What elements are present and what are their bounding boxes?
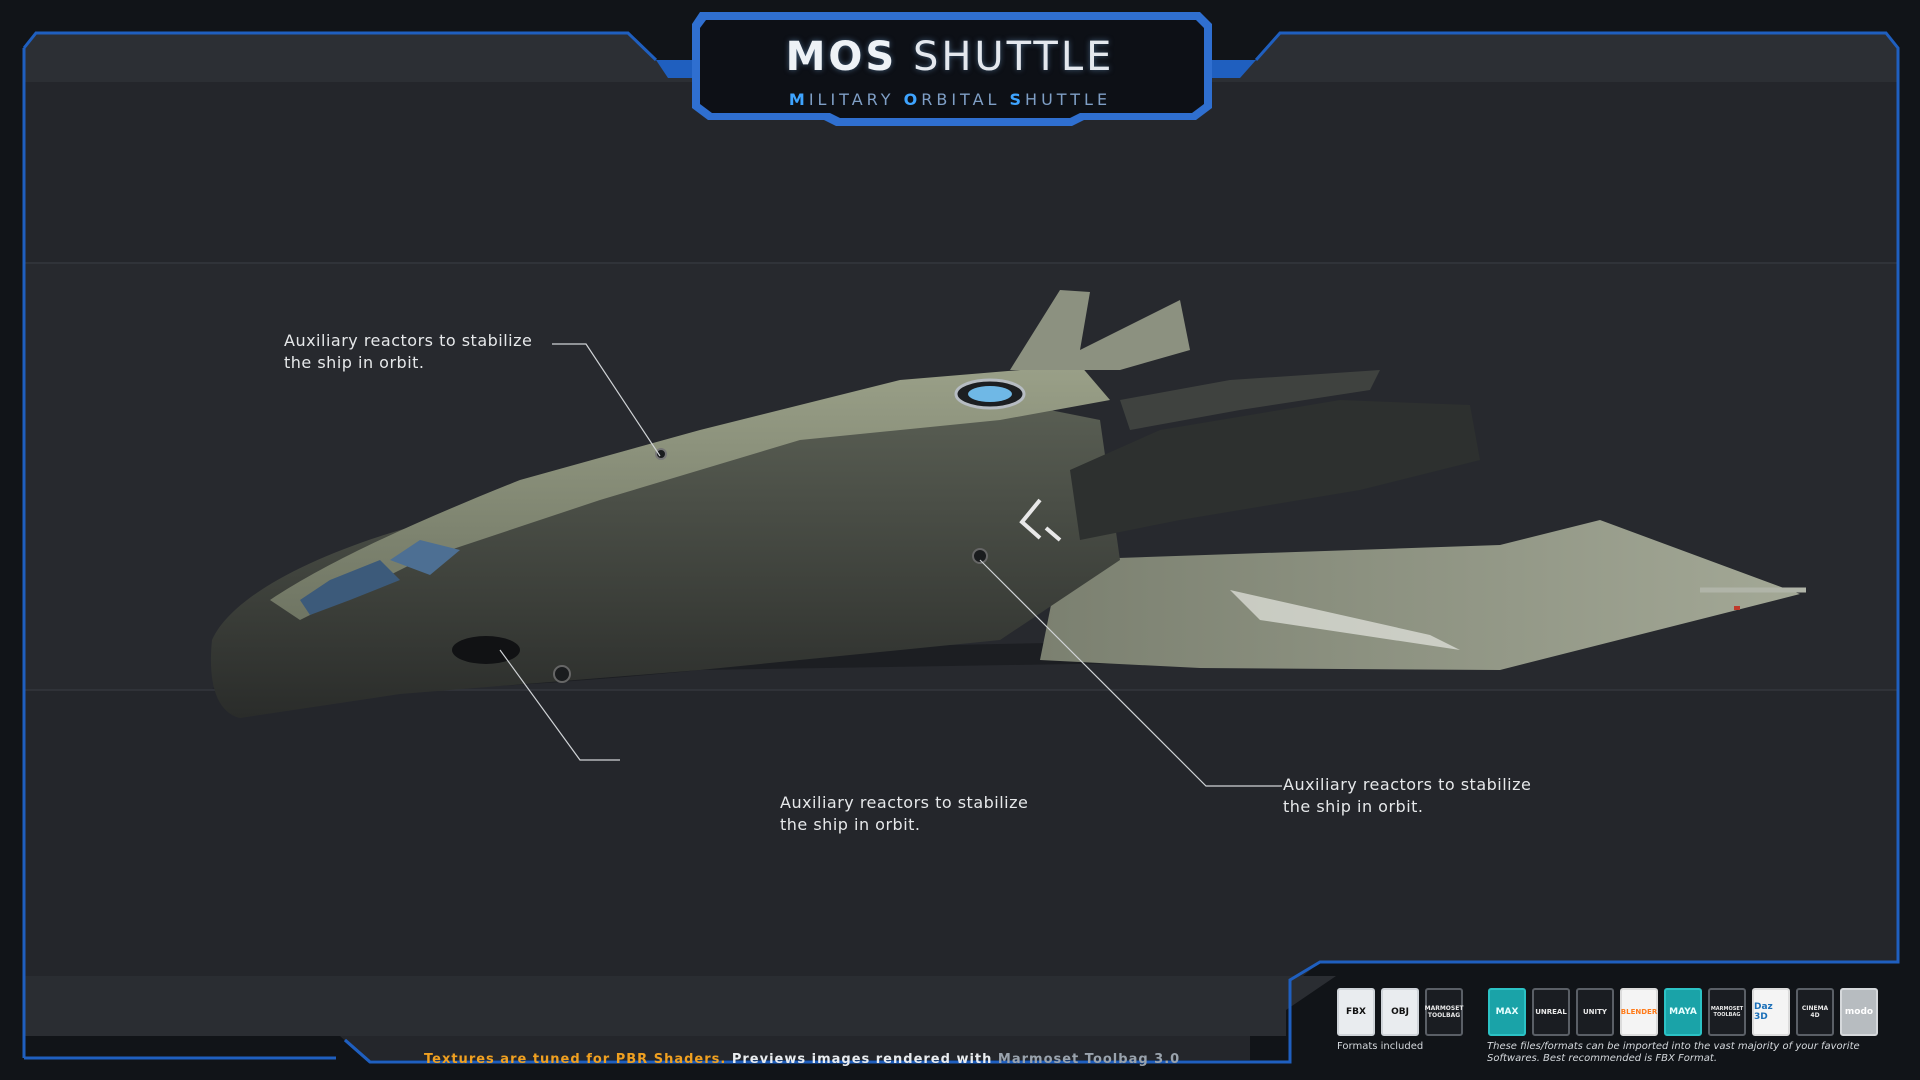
software-label: modo [1844,1007,1874,1017]
3ds-max-icon: MAX [1488,988,1526,1036]
software-label: MAX [1495,1007,1519,1017]
unity-icon: UNITY [1576,988,1614,1036]
subtitle-part: O [903,90,922,109]
title-light: SHUTTLE [912,34,1115,80]
subtitle-part: RBITAL [921,90,1010,109]
callout-line: Auxiliary reactors to stabilize [284,331,533,350]
software-label: UNITY [1583,1008,1607,1016]
software-label: UNREAL [1535,1008,1567,1016]
marmoset-icon: MARMOSET TOOLBAG [1425,988,1463,1036]
subtitle-part: ILITARY [808,90,904,109]
callout-line: the ship in orbit. [1283,797,1424,816]
subtitle-part: M [788,90,809,109]
formats-included-icons: FBX OBJ MARMOSET TOOLBAG [1337,988,1463,1036]
callout-line: Auxiliary reactors to stabilize [780,793,1029,812]
blender-icon: BLENDER [1620,988,1658,1036]
page-subtitle: MILITARY ORBITAL SHUTTLE [700,90,1200,109]
callout-line: the ship in orbit. [780,815,921,834]
subtitle-part: S [1009,90,1026,109]
software-label: BLENDER [1620,1008,1658,1016]
callout-line: the ship in orbit. [284,353,425,372]
marmoset-label: MARMOSET TOOLBAG [1424,1005,1464,1019]
callout-top-left: Auxiliary reactors to stabilize the ship… [284,330,532,374]
title-bold: MOS [785,34,898,80]
maya-icon: MAYA [1664,988,1702,1036]
page-title: MOS SHUTTLE [700,34,1200,80]
modo-icon: modo [1840,988,1878,1036]
subtitle-part: HUTTLE [1025,90,1112,109]
footer-note: Textures are tuned for PBR Shaders. Prev… [424,1052,1180,1067]
callout-bottom-right: Auxiliary reactors to stabilize the ship… [1283,774,1531,818]
fbx-icon: FBX [1337,988,1375,1036]
daz3d-icon: Daz 3D [1752,988,1790,1036]
footer-textures: Textures are tuned for PBR Shaders. [424,1052,727,1067]
footer-previews: Previews images rendered with [726,1052,998,1067]
callout-line: Auxiliary reactors to stabilize [1283,775,1532,794]
callout-bottom-middle: Auxiliary reactors to stabilize the ship… [780,792,1028,836]
marmoset-toolbag-icon: MARMOSET TOOLBAG [1708,988,1746,1036]
cinema4d-icon: CINEMA 4D [1796,988,1834,1036]
footer-marmoset: Marmoset Toolbag 3.0 [997,1052,1181,1067]
formats-included-caption: Formats included [1337,1041,1424,1052]
title-block: MOS SHUTTLE MILITARY ORBITAL SHUTTLE [700,14,1200,114]
software-label: MAYA [1669,1007,1697,1017]
obj-icon: OBJ [1381,988,1419,1036]
software-label: CINEMA 4D [1801,1005,1829,1019]
software-icons: MAX UNREAL UNITY BLENDER MAYA MARMOSET T… [1488,988,1878,1036]
unreal-icon: UNREAL [1532,988,1570,1036]
software-caption: These files/formats can be imported into… [1487,1041,1860,1064]
software-label: MARMOSET TOOLBAG [1710,1006,1744,1018]
software-label: Daz 3D [1754,1002,1773,1022]
